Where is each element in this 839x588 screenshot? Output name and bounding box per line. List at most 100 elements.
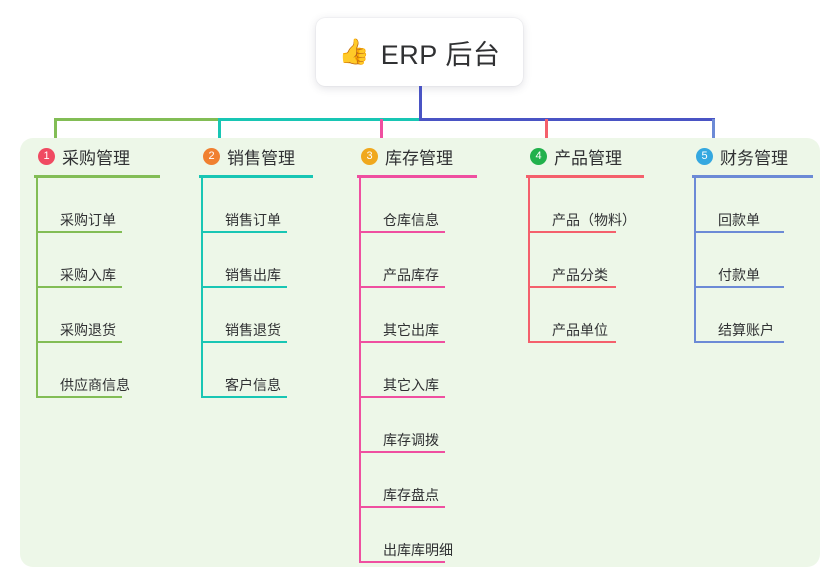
list-item[interactable]: 销售订单 <box>201 178 325 233</box>
list-item-rule <box>528 286 616 288</box>
column-header-2[interactable]: 2 销售管理 <box>185 138 325 174</box>
list-item[interactable]: 产品库存 <box>359 233 493 288</box>
connector-trunk-segment-2 <box>218 118 421 121</box>
list-item[interactable]: 产品单位 <box>528 288 662 343</box>
list-item[interactable]: 其它入库 <box>359 343 493 398</box>
list-item-label: 结算账户 <box>718 322 774 338</box>
column-title-3: 库存管理 <box>385 148 453 168</box>
list-item-rule <box>694 231 784 233</box>
list-item-rule <box>359 396 445 398</box>
list-item-rule <box>694 341 784 343</box>
column-items-2: 销售订单销售出库销售退货客户信息 <box>201 178 325 398</box>
list-item[interactable]: 销售退货 <box>201 288 325 343</box>
list-item[interactable]: 销售出库 <box>201 233 325 288</box>
list-item-rule <box>694 286 784 288</box>
list-item[interactable]: 产品分类 <box>528 233 662 288</box>
column-销售管理: 2 销售管理销售订单销售出库销售退货客户信息 <box>185 138 325 398</box>
content-panel <box>20 138 820 567</box>
connector-stem <box>419 86 422 119</box>
list-item[interactable]: 结算账户 <box>694 288 808 343</box>
list-item-label: 产品（物料） <box>552 212 636 228</box>
column-财务管理: 5 财务管理回款单付款单结算账户 <box>678 138 813 343</box>
list-item-label: 其它出库 <box>383 322 439 338</box>
list-item[interactable]: 库存盘点 <box>359 453 493 508</box>
root-node-card[interactable]: 👍 ERP 后台 <box>316 18 523 86</box>
list-item-label: 回款单 <box>718 212 760 228</box>
connector-drop-3 <box>380 119 383 141</box>
column-badge-1: 1 <box>38 147 55 165</box>
column-spine-1 <box>36 178 38 398</box>
column-title-2: 销售管理 <box>227 148 295 168</box>
column-container: 1 采购管理采购订单采购入库采购退货供应商信息 2 销售管理销售订单销售出库销售退货客… <box>20 138 820 567</box>
column-badge-5: 5 <box>696 147 713 165</box>
list-item-label: 销售退货 <box>225 322 281 338</box>
thumbs-up-icon: 👍 <box>338 37 370 66</box>
list-item-label: 库存调拨 <box>383 432 439 448</box>
list-item-rule <box>359 341 445 343</box>
column-spine-5 <box>694 178 696 343</box>
list-item-rule <box>359 506 445 508</box>
connector-drop-1 <box>54 119 57 141</box>
connector-trunk-segment-3 <box>419 118 715 121</box>
root-node-title: ERP 后台 <box>380 39 501 70</box>
list-item-label: 仓库信息 <box>383 212 439 228</box>
list-item[interactable]: 客户信息 <box>201 343 325 398</box>
list-item-label: 其它入库 <box>383 377 439 393</box>
list-item[interactable]: 回款单 <box>694 178 808 233</box>
column-spine-2 <box>201 178 203 398</box>
column-产品管理: 4 产品管理产品（物料） 产品分类产品单位 <box>512 138 662 343</box>
column-items-3: 仓库信息产品库存其它出库其它入库库存调拨库存盘点出库库明细 <box>359 178 493 563</box>
list-item-rule <box>36 396 122 398</box>
connector-trunk-segment-1 <box>54 118 220 121</box>
column-items-1: 采购订单采购入库采购退货供应商信息 <box>36 178 170 398</box>
column-spine-3 <box>359 178 361 563</box>
list-item-label: 付款单 <box>718 267 760 283</box>
list-item[interactable]: 采购退货 <box>36 288 170 343</box>
root-node-content: 👍 ERP 后台 <box>339 33 501 72</box>
list-item-rule <box>201 286 287 288</box>
list-item-label: 客户信息 <box>225 377 281 393</box>
list-item[interactable]: 库存调拨 <box>359 398 493 453</box>
column-badge-2: 2 <box>203 147 220 165</box>
list-item[interactable]: 付款单 <box>694 233 808 288</box>
list-item-rule <box>201 341 287 343</box>
column-header-rule-2 <box>199 175 313 178</box>
column-header-4[interactable]: 4 产品管理 <box>512 138 662 174</box>
list-item-label: 库存盘点 <box>383 487 439 503</box>
column-title-4: 产品管理 <box>554 148 622 168</box>
list-item[interactable]: 采购入库 <box>36 233 170 288</box>
list-item-label: 采购入库 <box>60 267 116 283</box>
list-item-rule <box>359 451 445 453</box>
column-header-rule-3 <box>357 175 477 178</box>
column-title-5: 财务管理 <box>720 148 788 168</box>
list-item[interactable]: 出库库明细 <box>359 508 493 563</box>
column-title-1: 采购管理 <box>62 148 130 168</box>
column-header-1[interactable]: 1 采购管理 <box>20 138 170 174</box>
list-item-rule <box>201 231 287 233</box>
column-header-rule-4 <box>526 175 644 178</box>
list-item-label: 出库库明细 <box>383 542 453 558</box>
list-item-label: 产品分类 <box>552 267 608 283</box>
list-item-rule <box>359 561 445 563</box>
list-item[interactable]: 其它出库 <box>359 288 493 343</box>
list-item-rule <box>201 396 287 398</box>
list-item-rule <box>36 286 122 288</box>
list-item-label: 采购退货 <box>60 322 116 338</box>
list-item[interactable]: 仓库信息 <box>359 178 493 233</box>
list-item-label: 采购订单 <box>60 212 116 228</box>
list-item-rule <box>36 231 122 233</box>
connector-drop-4 <box>545 119 548 141</box>
column-header-rule-1 <box>34 175 160 178</box>
column-header-rule-5 <box>692 175 813 178</box>
column-badge-4: 4 <box>530 147 547 165</box>
column-header-5[interactable]: 5 财务管理 <box>678 138 808 174</box>
list-item[interactable]: 产品（物料） <box>528 178 662 233</box>
list-item-rule <box>528 231 616 233</box>
list-item[interactable]: 供应商信息 <box>36 343 170 398</box>
list-item[interactable]: 采购订单 <box>36 178 170 233</box>
list-item-label: 产品单位 <box>552 322 608 338</box>
column-items-5: 回款单付款单结算账户 <box>694 178 808 343</box>
